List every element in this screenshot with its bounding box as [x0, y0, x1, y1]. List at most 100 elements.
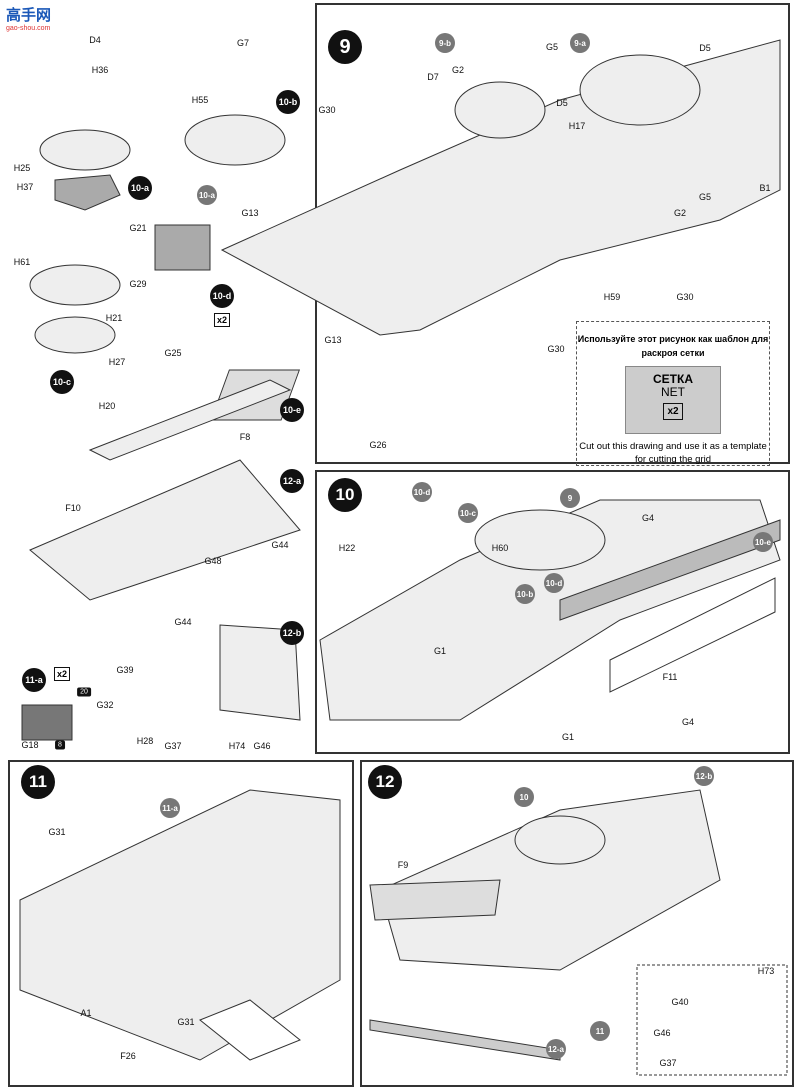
part-label: D5 — [556, 98, 568, 108]
step-9-badge: 9 — [328, 30, 362, 64]
step-12-badge: 12 — [368, 765, 402, 799]
reference-badge: 9-a — [570, 33, 590, 53]
net-title-ru: СЕТКА — [653, 372, 693, 386]
reference-badge: 10-d — [412, 482, 432, 502]
reference-badge: 10 — [514, 787, 534, 807]
net-template-box: Используйте этот рисунок как шаблон для … — [576, 321, 770, 466]
substep-badge: 10-e — [280, 398, 304, 422]
part-label: H17 — [568, 121, 586, 131]
part-label: G5 — [698, 192, 712, 202]
part-label: G30 — [547, 344, 565, 354]
part-label: B1 — [759, 183, 771, 193]
part-label: A1 — [80, 1008, 92, 1018]
part-label: H55 — [191, 95, 209, 105]
logo-text: 高手网 — [6, 7, 52, 24]
part-label: G1 — [561, 732, 575, 742]
substep-badge: 10-b — [276, 90, 300, 114]
part-label: G21 — [129, 223, 147, 233]
part-label: D4 — [89, 35, 101, 45]
part-label: G40 — [671, 997, 689, 1007]
part-label: G4 — [681, 717, 695, 727]
turret-ring-drawing — [454, 81, 546, 139]
part-label: G39 — [116, 665, 134, 675]
substep-badge: 12-a — [280, 469, 304, 493]
reference-badge: 10-a — [197, 185, 217, 205]
part-label: H22 — [338, 543, 356, 553]
substep-badge: 12-b — [280, 621, 304, 645]
reference-badge: 11 — [590, 1021, 610, 1041]
part-label: G4 — [641, 513, 655, 523]
part-label: H61 — [13, 257, 31, 267]
substep-badge: 10-a — [128, 176, 152, 200]
part-label: G1 — [433, 646, 447, 656]
reference-badge: 12-a — [546, 1039, 566, 1059]
step-10-badge: 10 — [328, 478, 362, 512]
reference-badge: 9-b — [435, 33, 455, 53]
part-label: G44 — [174, 617, 192, 627]
part-label: F26 — [120, 1051, 136, 1061]
part-label: G2 — [451, 65, 465, 75]
part-label: H27 — [108, 357, 126, 367]
part-label: G7 — [236, 38, 250, 48]
part-label: D7 — [427, 72, 439, 82]
part-label: G31 — [48, 827, 66, 837]
reference-badge: 12-b — [694, 766, 714, 786]
net-title-en: NET — [661, 385, 685, 399]
reference-badge: 9 — [560, 488, 580, 508]
part-label: G32 — [96, 700, 114, 710]
substep-badge: 11-a — [22, 668, 46, 692]
step-11-badge: 11 — [21, 765, 55, 799]
part-label: H74 — [228, 741, 246, 751]
part-label: H59 — [603, 292, 621, 302]
quantity-badge: x2 — [213, 313, 231, 327]
net-template-grid: СЕТКА NET x2 — [625, 366, 721, 434]
part-label: G26 — [369, 440, 387, 450]
part-label: F8 — [239, 432, 251, 442]
part-label: H37 — [16, 182, 34, 192]
net-instruction-ru: Используйте этот рисунок как шаблон для … — [577, 334, 769, 358]
part-label: H20 — [98, 401, 116, 411]
net-instruction-en: Cut out this drawing and use it as a tem… — [579, 441, 767, 465]
quantity-badge: x2 — [663, 403, 683, 420]
part-label: G18 — [21, 740, 39, 750]
part-label: D5 — [699, 43, 711, 53]
part-label: H60 — [491, 543, 509, 553]
reference-badge: 10-c — [458, 503, 478, 523]
substep-badge: 10-c — [50, 370, 74, 394]
paint-ref-star: 20 — [77, 687, 91, 697]
part-label: G13 — [324, 335, 342, 345]
part-label: F11 — [662, 672, 678, 682]
part-label: G46 — [253, 741, 271, 751]
part-label: G2 — [673, 208, 687, 218]
substep-badge: 10-d — [210, 284, 234, 308]
part-label: F9 — [397, 860, 409, 870]
reference-badge: 11-a — [160, 798, 180, 818]
part-label: G5 — [545, 42, 559, 52]
part-label: F10 — [65, 503, 81, 513]
part-label: G25 — [164, 348, 182, 358]
reference-badge: 10-b — [515, 584, 535, 604]
hull-step11-drawing — [19, 789, 341, 1061]
part-label: G13 — [241, 208, 259, 218]
part-label: G30 — [676, 292, 694, 302]
part-label: G30 — [318, 105, 336, 115]
part-label: G48 — [204, 556, 222, 566]
part-label: G46 — [653, 1028, 671, 1038]
part-label: H25 — [13, 163, 31, 173]
part-label: H73 — [757, 966, 775, 976]
paint-ref-star: 8 — [55, 740, 65, 750]
quantity-badge: x2 — [53, 667, 71, 681]
part-label: H36 — [91, 65, 109, 75]
part-label: H21 — [105, 313, 123, 323]
reference-badge: 10-d — [544, 573, 564, 593]
part-label: G31 — [177, 1017, 195, 1027]
part-label: G29 — [129, 279, 147, 289]
part-label: G37 — [659, 1058, 677, 1068]
part-label: G37 — [164, 741, 182, 751]
watermark: gao-shou.com — [6, 25, 51, 32]
part-label: G44 — [271, 540, 289, 550]
part-label: H28 — [136, 736, 154, 746]
